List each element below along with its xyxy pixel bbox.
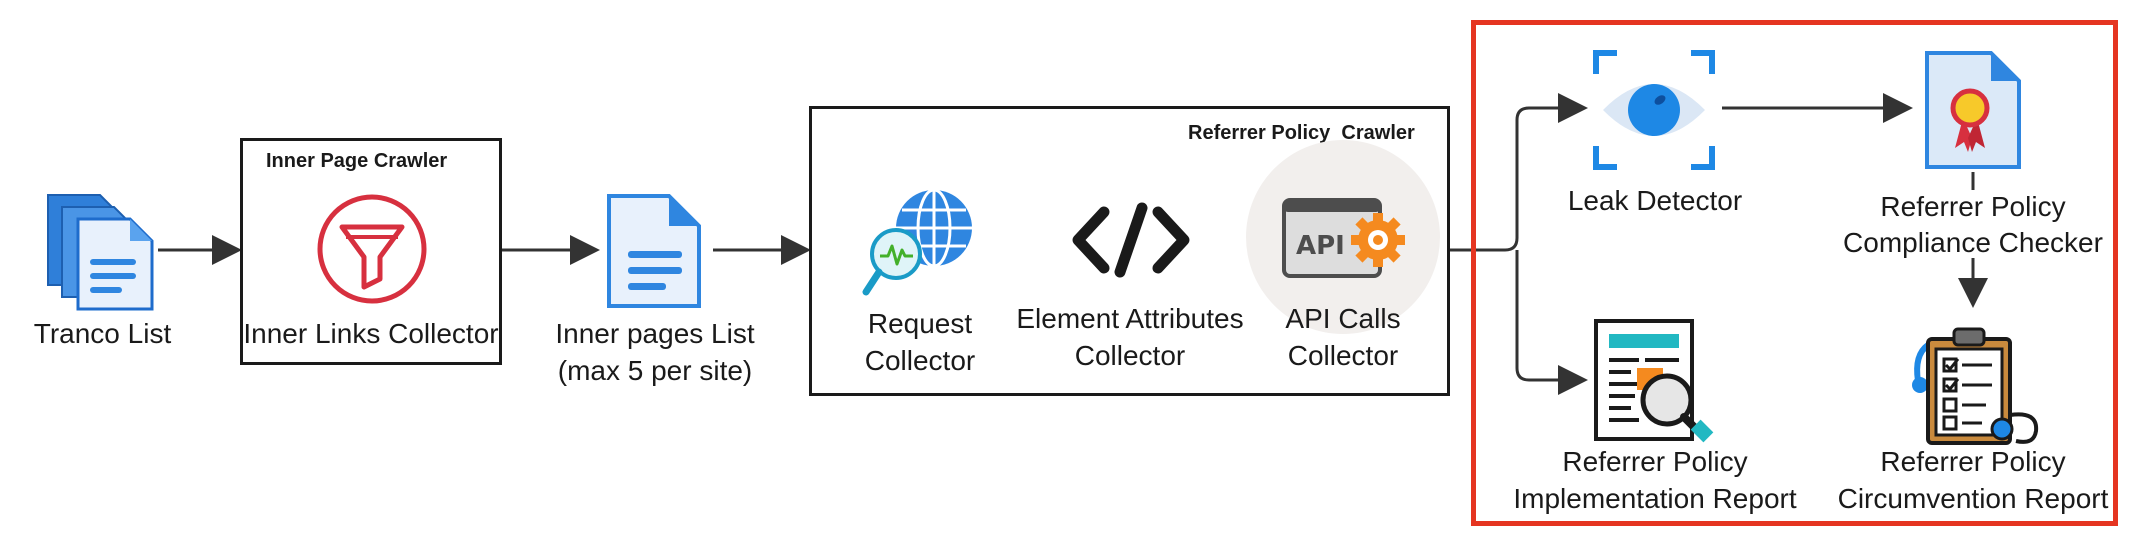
referrer-policy-crawler-title: Referrer Policy Crawler	[1188, 122, 1415, 144]
inner-links-collector-label: Inner Links Collector	[243, 318, 499, 349]
circumvention-report-label-1: Referrer Policy	[1880, 446, 2066, 477]
api-calls-collector-label-2: Collector	[1287, 340, 1399, 371]
leak-detector-label: Leak Detector	[1567, 185, 1743, 216]
output-highlight-region	[1471, 20, 2118, 526]
inner-pages-list-label-2: (max 5 per site)	[557, 355, 753, 386]
inner-page-crawler-title: Inner Page Crawler	[266, 150, 448, 172]
referrer-policy-crawler-box	[809, 106, 1450, 396]
funnel-icon	[317, 194, 427, 304]
globe-search-icon	[862, 188, 972, 296]
document-icon	[607, 194, 701, 308]
eye-icon	[1593, 50, 1715, 170]
implementation-report-label-1: Referrer Policy	[1562, 446, 1748, 477]
request-collector-label-2: Collector	[864, 345, 976, 376]
element-attributes-collector-label-2: Collector	[1074, 340, 1186, 371]
api-gear-icon: API	[1282, 198, 1405, 278]
request-collector-label-1: Request	[867, 308, 973, 339]
inner-page-crawler-box	[240, 138, 502, 365]
compliance-checker-label-2: Compliance Checker	[1843, 227, 2103, 258]
inner-pages-list-label-1: Inner pages List	[555, 318, 755, 349]
tranco-list-label: Tranco List	[33, 318, 172, 349]
api-calls-collector-label-1: API Calls	[1285, 303, 1401, 334]
certificate-icon	[1925, 51, 2021, 169]
arrow-referrer-to-implementation	[1515, 250, 1588, 395]
documents-stack-icon	[47, 194, 154, 311]
clipboard-checklist-icon	[1912, 327, 2039, 445]
circumvention-report-label-2: Circumvention Report	[1837, 483, 2109, 514]
code-icon	[1072, 202, 1190, 278]
api-icon-text: API	[1296, 231, 1345, 261]
implementation-report-label-2: Implementation Report	[1513, 483, 1797, 514]
element-attributes-collector-label-1: Element Attributes	[1016, 303, 1244, 334]
arrow-referrer-to-leak	[1449, 93, 1588, 252]
report-magnifier-icon	[1594, 319, 1714, 443]
compliance-checker-label-1: Referrer Policy	[1880, 191, 2066, 222]
